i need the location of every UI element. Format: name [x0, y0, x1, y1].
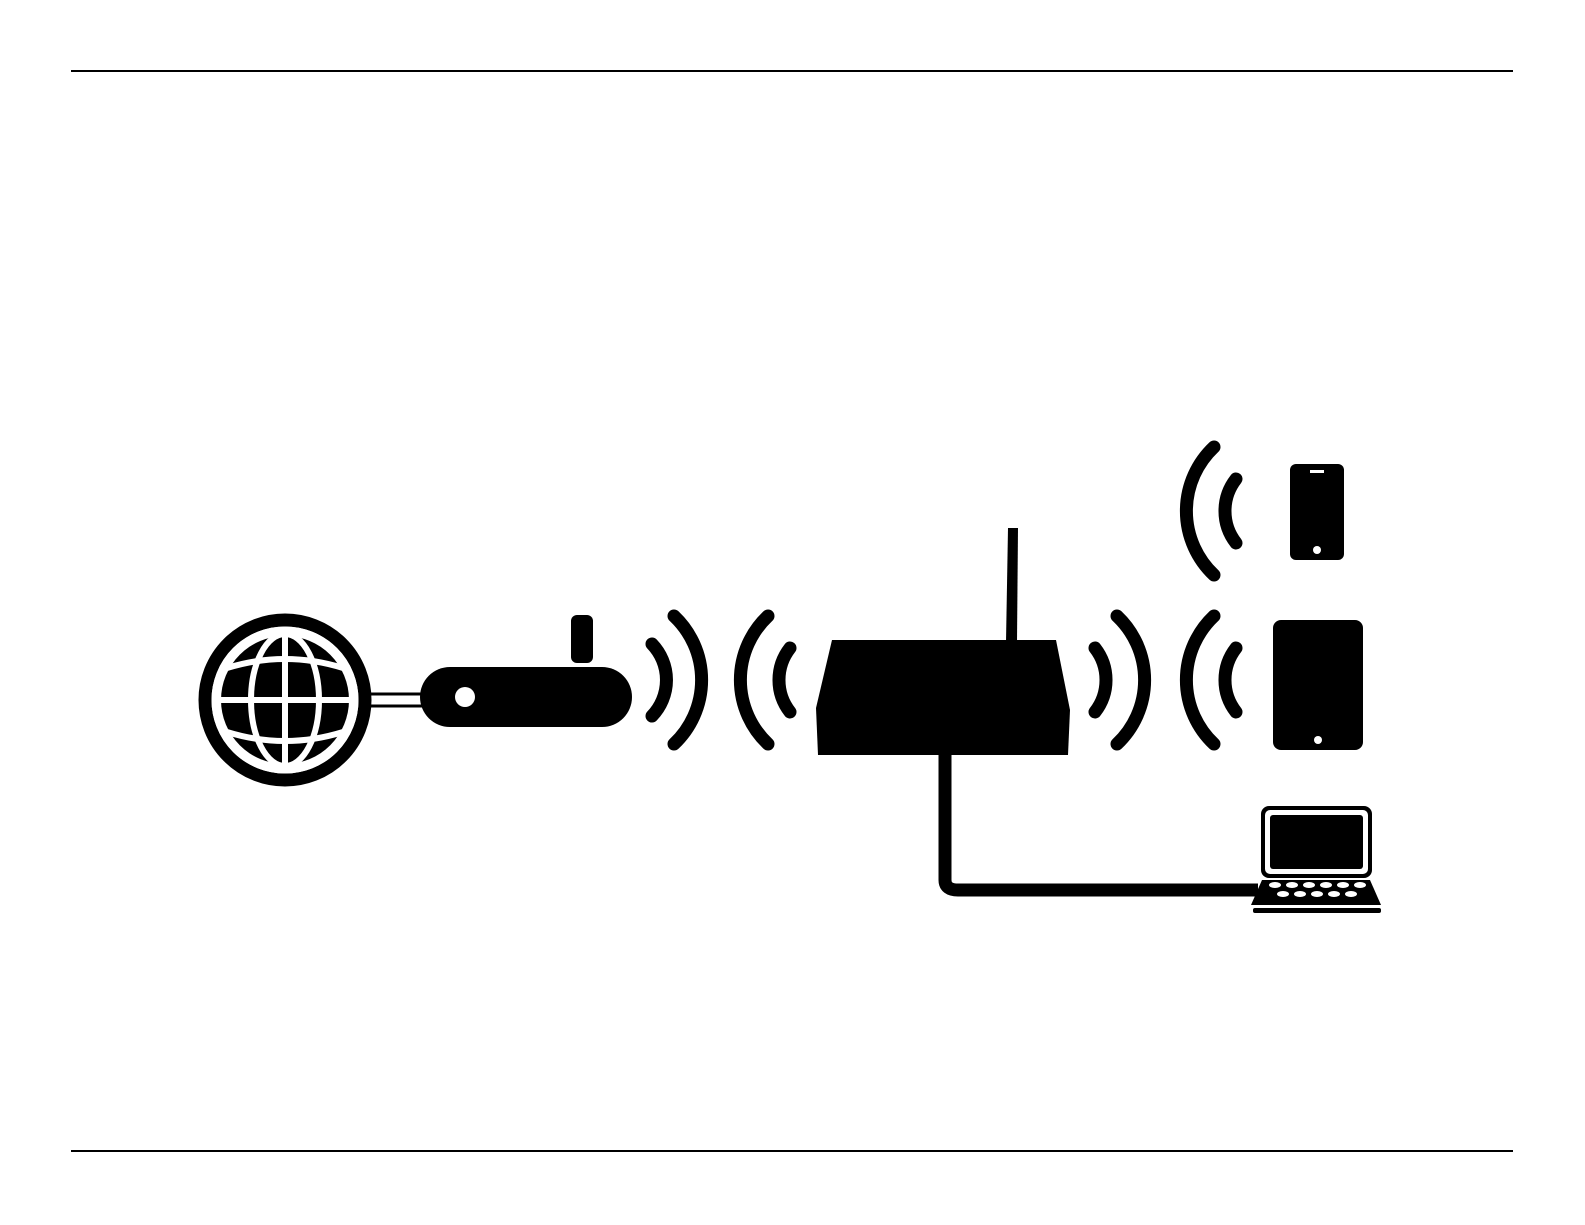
smartphone-icon: [1290, 464, 1344, 560]
globe-icon: [205, 620, 365, 780]
link-router-laptop: [945, 750, 1258, 890]
bottom-rule: [71, 1150, 1513, 1152]
top-rule: [71, 70, 1513, 72]
wireless-router-icon: [816, 528, 1070, 755]
laptop-icon: [1251, 806, 1381, 913]
signal-waves-to-smartphone: [1186, 447, 1236, 575]
modem-icon: [420, 615, 632, 727]
signal-waves-router-to-tablet: [1095, 616, 1236, 744]
signal-waves-modem-to-router: [652, 616, 790, 744]
link-internet-modem: [368, 694, 424, 706]
tablet-icon: [1273, 620, 1363, 750]
